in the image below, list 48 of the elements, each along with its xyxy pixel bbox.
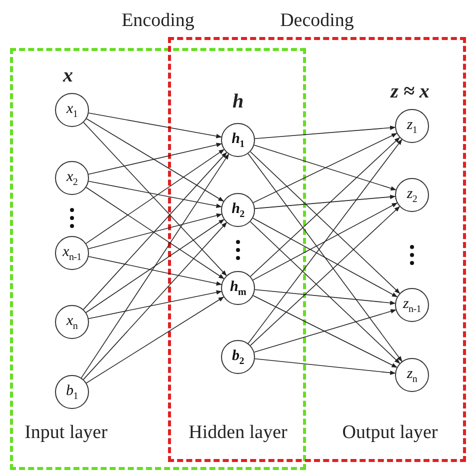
connection-arrow [86,219,224,313]
neuron-circle: z$_{n}$ [395,358,429,392]
neuron-circle: x$_{1}$ [55,93,89,127]
neuron-circle: x$_{n}$ [55,305,89,339]
neuron-circle: b$_{2}$ [221,340,255,374]
connection-arrow [250,206,400,346]
connection-arrow [88,142,222,175]
connection-arrow [252,132,398,204]
connection-arrow [88,290,222,319]
connection-arrow [254,358,396,375]
vector-symbol: x [63,64,73,88]
connection-arrow [83,122,227,276]
connection-arrow [86,118,224,202]
layer-label: Output layer [342,422,438,444]
connection-arrow [254,289,396,306]
connection-arrow [88,180,222,208]
connection-arrow [254,194,396,209]
neuron-circle: h$_{m}$ [221,271,255,305]
neuron-circle: z$_{2}$ [395,178,429,212]
connection-arrow [250,137,400,277]
connection-arrow [80,154,230,378]
connection-arrow [86,149,224,244]
neuron-circle: z$_{n-1}$ [395,288,429,322]
connection-arrow [250,151,400,294]
connection-arrow [86,186,224,279]
neuron-circle: z$_{1}$ [395,109,429,143]
connection-arrow [252,202,398,280]
connection-arrow [254,309,396,353]
connection-arrow [88,112,222,138]
connection-arrow [88,256,222,286]
layer-label: Hidden layer [188,422,288,444]
neuron-circle: h$_{1}$ [221,123,255,157]
connection-arrow [254,144,396,190]
connection-arrow [254,126,396,140]
vector-symbol: h [232,90,244,114]
connection-arrow [252,295,398,368]
connection-arrow [252,218,398,298]
connection-arrow [88,213,222,250]
connection-arrow [250,221,400,364]
neuron-circle: x$_{n-1}$ [55,236,89,270]
neuron-circle: h$_{2}$ [221,193,255,227]
neuron-circle: x$_{2}$ [55,161,89,195]
connection-arrow [86,296,224,384]
vector-symbol: z ≈ x [390,80,430,104]
layer-label: Input layer [24,422,108,444]
neuron-circle: b$_{1}$ [55,375,89,409]
connection-arrow [83,222,227,380]
connection-arrow [83,152,227,310]
